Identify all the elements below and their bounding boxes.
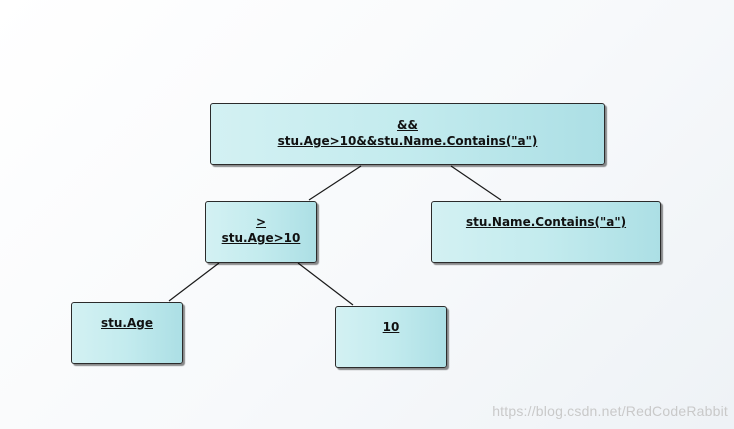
edge-gt-to-ten bbox=[297, 262, 354, 306]
node-age-member: stu.Age bbox=[71, 302, 183, 364]
node-greater-than: > stu.Age>10 bbox=[205, 201, 317, 263]
watermark-text: https://blog.csdn.net/RedCodeRabbit bbox=[492, 403, 728, 419]
node-contains-call: stu.Name.Contains("a") bbox=[431, 201, 661, 263]
node-ten-expression: 10 bbox=[382, 320, 400, 334]
edge-root-to-gt bbox=[308, 165, 362, 201]
node-gt-operator: > bbox=[255, 215, 267, 229]
node-root-expression: stu.Age>10&&stu.Name.Contains("a") bbox=[277, 134, 538, 148]
node-gt-expression: stu.Age>10 bbox=[221, 231, 301, 245]
node-contains-expression: stu.Name.Contains("a") bbox=[465, 215, 627, 229]
edge-gt-to-age bbox=[168, 262, 220, 302]
edge-root-to-contains bbox=[450, 165, 502, 201]
node-age-expression: stu.Age bbox=[101, 316, 153, 330]
node-root-operator: && bbox=[397, 118, 418, 132]
node-and-root: && stu.Age>10&&stu.Name.Contains("a") bbox=[210, 103, 605, 165]
node-constant-ten: 10 bbox=[335, 306, 447, 368]
